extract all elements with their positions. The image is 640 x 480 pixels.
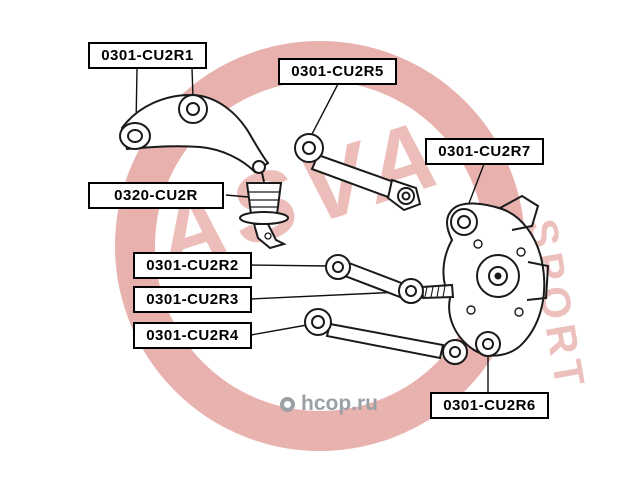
ball-joint-boot-drawing	[239, 160, 289, 250]
leader-line	[250, 291, 402, 300]
knuckle-assembly-drawing	[420, 194, 550, 357]
bushing-inner	[127, 129, 143, 143]
bushing-inner	[405, 285, 417, 297]
part-label-0301-cu2r6: 0301-CU2R6	[430, 392, 549, 419]
part-label-0301-cu2r4: 0301-CU2R4	[133, 322, 252, 349]
bracket-hole	[264, 232, 272, 240]
bushing-inner	[186, 102, 200, 116]
bushing-inner	[482, 338, 494, 350]
lateral-rod-rear-drawing	[304, 308, 468, 365]
bushing-inner	[311, 315, 325, 329]
leader-line	[250, 324, 308, 336]
bolt-hole	[516, 247, 526, 257]
lateral-rod-front-drawing	[325, 254, 424, 304]
leader-line	[191, 67, 194, 99]
part-label-0301-cu2r1: 0301-CU2R1	[88, 42, 207, 69]
leader-line	[250, 264, 329, 267]
hub-center	[494, 272, 502, 280]
fork-eye-inner	[401, 191, 411, 201]
rod-body	[343, 261, 406, 299]
ball-joint-boot	[245, 182, 283, 215]
bolt-hole	[514, 307, 524, 317]
leader-line	[225, 194, 249, 198]
ball-joint	[252, 160, 266, 174]
upper-control-arm-body	[120, 93, 270, 174]
upper-lateral-rod-drawing	[294, 133, 422, 212]
part-label-0301-cu2r3: 0301-CU2R3	[133, 286, 252, 313]
bolt-hole	[473, 239, 483, 249]
bushing-inner	[302, 141, 316, 155]
bolt-hole	[466, 305, 476, 315]
upper-control-arm-drawing	[119, 93, 270, 174]
site-watermark-text: hcop.ru	[301, 392, 378, 415]
part-label-0301-cu2r7: 0301-CU2R7	[425, 138, 544, 165]
site-watermark: hcop.ru	[280, 392, 378, 416]
part-label-0301-cu2r2: 0301-CU2R2	[133, 252, 252, 279]
part-label-0301-cu2r5: 0301-CU2R5	[278, 58, 397, 85]
boot-flange	[239, 211, 289, 225]
bushing-inner	[449, 346, 461, 358]
rod-body	[325, 322, 445, 360]
site-watermark-ring-icon	[280, 396, 295, 412]
bolt-threads	[424, 285, 446, 298]
bushing-inner	[457, 215, 471, 229]
knuckle-side-bracket	[526, 261, 550, 301]
leader-line	[310, 83, 339, 137]
knuckle-upper-bracket	[499, 194, 540, 231]
part-label-0320-cu2r: 0320-CU2R	[88, 182, 224, 209]
bushing-inner	[332, 261, 344, 273]
